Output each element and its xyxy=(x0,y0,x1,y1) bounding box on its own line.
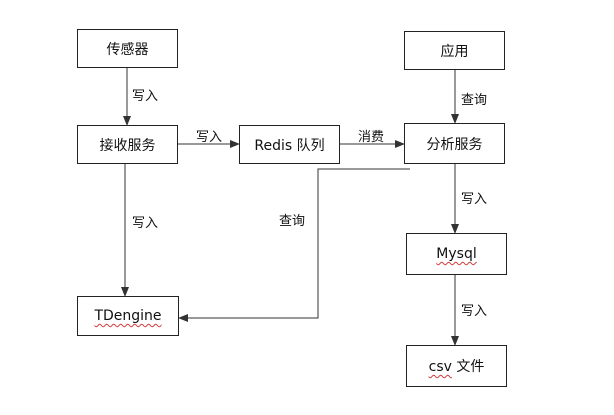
edge-label-sensor-to-receiver: 写入 xyxy=(132,89,159,104)
node-receiver-label: 接收服务 xyxy=(99,137,156,154)
node-csv-file-label: csv 文件 xyxy=(429,356,485,376)
node-csv-file-suffix: 文件 xyxy=(451,359,485,375)
node-redis-queue-label: Redis 队列 xyxy=(254,137,325,154)
node-csv-file: csv 文件 xyxy=(406,345,507,387)
node-application: 应用 xyxy=(404,31,505,70)
edge-label-analysis-to-mysql: 写入 xyxy=(461,192,488,207)
node-receiver: 接收服务 xyxy=(77,125,178,164)
node-tdengine-label: TDengine xyxy=(94,308,162,324)
edge-label-application-to-tdengine: 查询 xyxy=(279,214,306,229)
edge-label-application-to-analysis: 查询 xyxy=(461,93,488,108)
node-tdengine: TDengine xyxy=(77,296,179,336)
edge-label-redis-to-analysis: 消费 xyxy=(358,130,385,145)
node-analysis-label: 分析服务 xyxy=(426,136,483,153)
edge-label-receiver-to-redis: 写入 xyxy=(196,130,223,145)
node-analysis: 分析服务 xyxy=(404,123,505,164)
edge-label-mysql-to-csv: 写入 xyxy=(461,304,488,319)
edge-label-receiver-to-tdengine: 写入 xyxy=(132,216,159,231)
node-sensor: 传感器 xyxy=(77,29,178,68)
node-csv-file-prefix: csv xyxy=(428,359,452,375)
node-redis-queue: Redis 队列 xyxy=(239,125,340,164)
node-sensor-label: 传感器 xyxy=(106,41,149,58)
node-mysql: Mysql xyxy=(406,233,507,275)
node-application-label: 应用 xyxy=(440,43,469,60)
arrow-query-to-tdengine xyxy=(178,168,410,322)
node-mysql-label: Mysql xyxy=(436,246,477,262)
